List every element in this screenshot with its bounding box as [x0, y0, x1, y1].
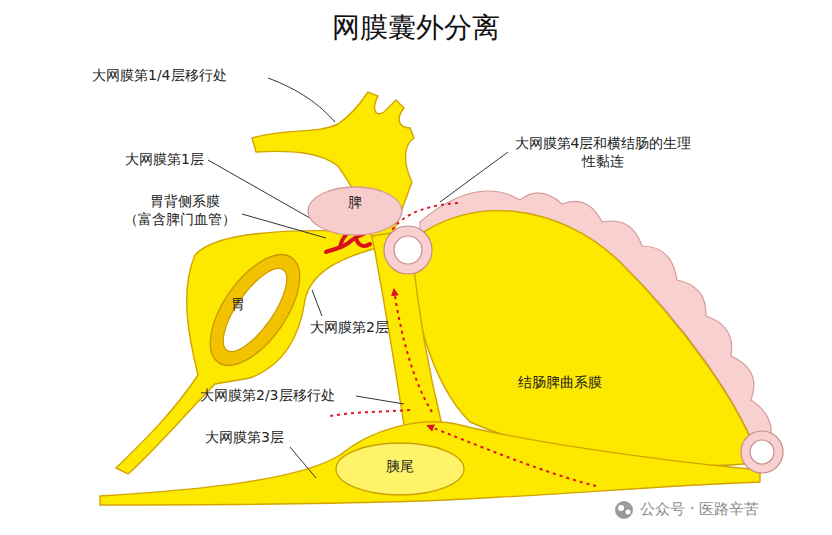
diagram-title: 网膜囊外分离: [0, 10, 832, 46]
callout-note: （富含脾门血管）: [124, 210, 236, 228]
callout-label: 大网膜第1层: [125, 150, 204, 168]
pancreas-tail-shape: 胰尾: [335, 442, 465, 496]
callout-label: 大网膜第3层: [205, 428, 284, 446]
spleen-shape: 脾: [307, 186, 403, 236]
node-text: 胃: [231, 296, 245, 319]
callout-label: 大网膜第2层: [310, 318, 389, 336]
callout-label: 大网膜第1/4层移行处: [92, 66, 227, 84]
node-text: 胰尾: [386, 458, 414, 496]
mesentery-label-area: 结肠脾曲系膜: [490, 372, 630, 398]
watermark: 公众号 · 医路辛苦: [640, 500, 759, 520]
callout-label: 大网膜第4层和横结肠的生理性黏连: [510, 134, 696, 170]
node-outline: [307, 186, 403, 236]
node-text: 结肠脾曲系膜: [518, 374, 602, 398]
callout-label: 大网膜第2/3层移行处: [200, 386, 335, 404]
node-text: 脾: [348, 194, 362, 236]
callout-label: 胃背侧系膜: [150, 192, 220, 210]
stomach-label-area: 胃: [222, 294, 254, 319]
